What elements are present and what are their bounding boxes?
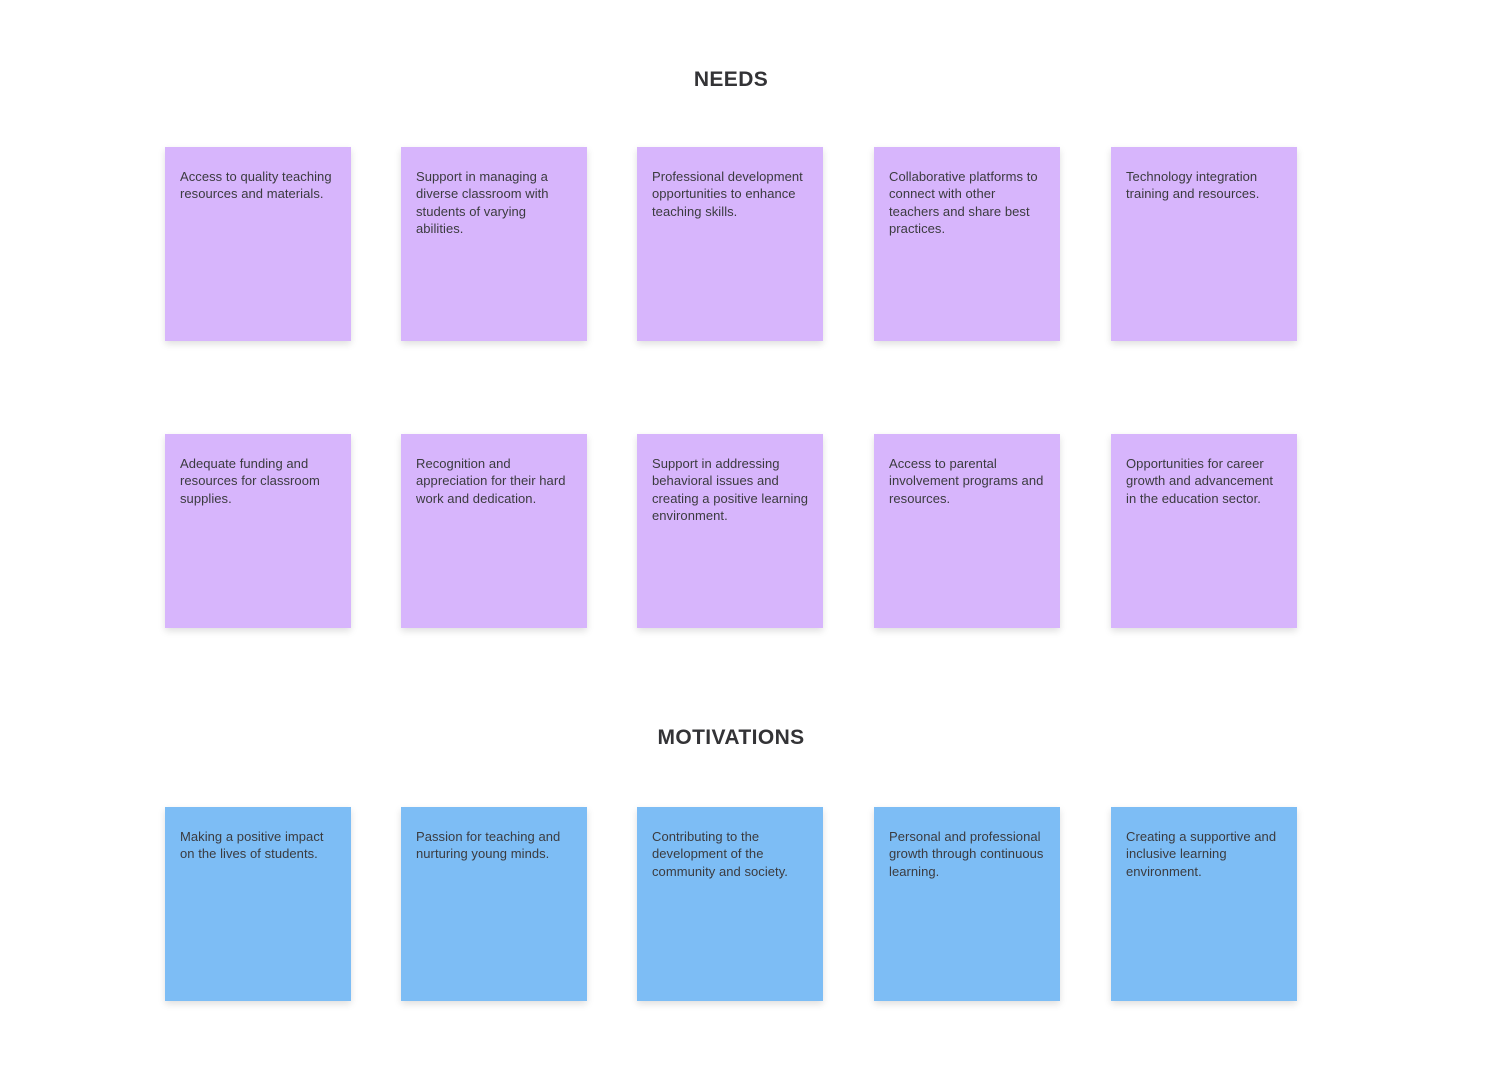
sticky-note-text: Passion for teaching and nurturing young… [416,829,561,862]
sticky-note-text: Personal and professional growth through… [889,829,1044,879]
sticky-note[interactable]: Support in addressing behavioral issues … [637,434,823,628]
sticky-note-text: Opportunities for career growth and adva… [1126,456,1274,506]
sticky-note[interactable]: Contributing to the development of the c… [637,807,823,1001]
sticky-note[interactable]: Collaborative platforms to connect with … [874,147,1060,341]
sticky-note[interactable]: Technology integration training and reso… [1111,147,1297,341]
sticky-note-text: Support in addressing behavioral issues … [652,456,809,524]
sticky-note[interactable]: Opportunities for career growth and adva… [1111,434,1297,628]
sticky-note[interactable]: Personal and professional growth through… [874,807,1060,1001]
sticky-note-text: Collaborative platforms to connect with … [889,169,1038,237]
sticky-note-text: Making a positive impact on the lives of… [180,829,324,862]
section-heading-needs: NEEDS [693,68,769,91]
sticky-note-text: Technology integration training and reso… [1126,169,1260,202]
sticky-note[interactable]: Creating a supportive and inclusive lear… [1111,807,1297,1001]
section-heading-motivations: MOTIVATIONS [657,726,805,749]
sticky-note-text: Access to parental involvement programs … [889,456,1044,506]
sticky-note[interactable]: Professional development opportunities t… [637,147,823,341]
sticky-note-text: Creating a supportive and inclusive lear… [1126,829,1277,879]
sticky-note[interactable]: Passion for teaching and nurturing young… [401,807,587,1001]
sticky-note[interactable]: Support in managing a diverse classroom … [401,147,587,341]
motivations-row-1: Making a positive impact on the lives of… [165,807,1298,1001]
sticky-note-text: Adequate funding and resources for class… [180,456,320,506]
sticky-note-text: Access to quality teaching resources and… [180,169,332,202]
needs-row-2: Adequate funding and resources for class… [165,434,1298,628]
sticky-note[interactable]: Adequate funding and resources for class… [165,434,351,628]
sticky-note-text: Contributing to the development of the c… [652,829,788,879]
sticky-note[interactable]: Access to quality teaching resources and… [165,147,351,341]
sticky-note-text: Professional development opportunities t… [652,169,803,219]
sticky-note-text: Recognition and appreciation for their h… [416,456,566,506]
sticky-note[interactable]: Access to parental involvement programs … [874,434,1060,628]
sticky-note[interactable]: Recognition and appreciation for their h… [401,434,587,628]
sticky-note-text: Support in managing a diverse classroom … [416,169,549,237]
sticky-note[interactable]: Making a positive impact on the lives of… [165,807,351,1001]
needs-row-1: Access to quality teaching resources and… [165,147,1298,341]
